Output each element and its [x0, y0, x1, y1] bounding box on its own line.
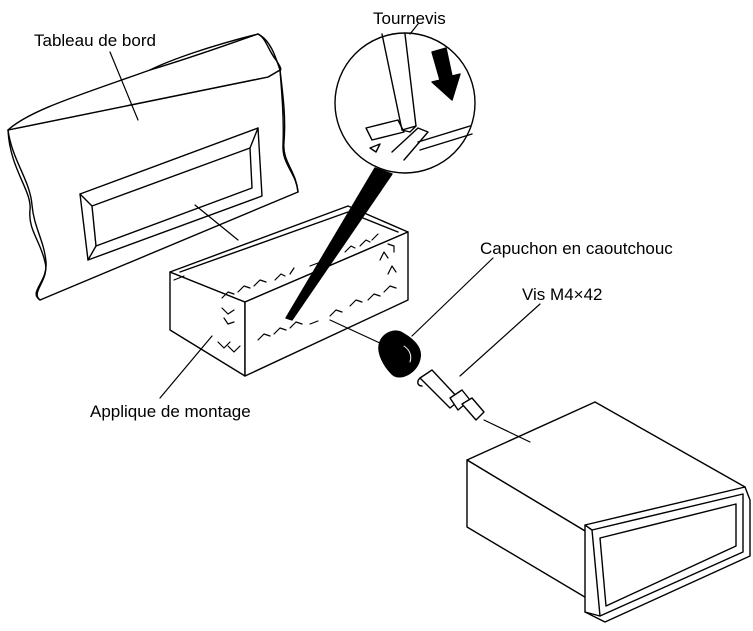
leader-screw: [459, 303, 541, 377]
label-rubber-cap: Capuchon en caoutchouc: [480, 239, 673, 258]
screwdriver-detail-circle: [334, 32, 476, 174]
mounting-sleeve: [169, 205, 409, 377]
callout-wedge: [285, 167, 393, 321]
leader-dashboard: [109, 51, 139, 121]
screw: [417, 369, 485, 421]
leader-mounting-sleeve: [159, 335, 213, 399]
label-screw: Vis M4×42: [522, 285, 603, 304]
head-unit: [466, 401, 751, 623]
label-screwdriver: Tournevis: [373, 9, 446, 28]
rubber-cap: [378, 330, 421, 378]
assembly-axis-2: [483, 419, 531, 443]
leader-screwdriver: [409, 23, 419, 35]
dashboard-panel: [7, 33, 299, 301]
assembly-axis: [329, 319, 383, 345]
label-dashboard: Tableau de bord: [34, 31, 156, 50]
leader-rubber-cap: [411, 257, 494, 337]
leader-dashboard-opening: [194, 204, 239, 241]
label-mounting-sleeve: Applique de montage: [90, 402, 251, 421]
leader-lines: [109, 23, 541, 443]
